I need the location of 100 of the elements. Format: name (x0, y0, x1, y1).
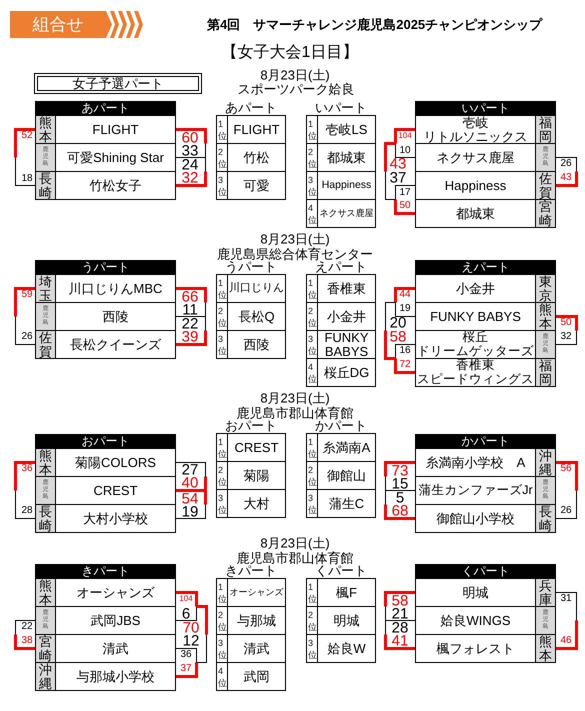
rank-label: 3位 (307, 490, 318, 517)
team-name: 武岡 (244, 670, 270, 684)
score: 17 (399, 188, 411, 198)
score: 66 (182, 289, 198, 304)
team-name: Happiness (322, 180, 372, 191)
rank-row (306, 358, 376, 387)
bracket-table (415, 564, 556, 663)
team-name: 可愛 (244, 178, 270, 192)
score: 56 (560, 464, 572, 474)
team-name: オーシャンズ (76, 586, 154, 600)
prefecture-label: 佐賀 (36, 331, 56, 358)
rank-row (306, 274, 376, 303)
team-row (36, 606, 175, 634)
prefecture-label: 熊本 (36, 449, 56, 476)
score: 22 (21, 622, 33, 632)
rank-label: 4位 (307, 359, 318, 386)
ranking-table (306, 260, 376, 387)
venue-text: 鹿児島県総合体育センター (217, 248, 373, 260)
score: 26 (560, 506, 572, 516)
score: 46 (560, 636, 572, 646)
score: 24 (182, 157, 198, 172)
team-name: 御館山 (327, 468, 366, 482)
part-header: えパート (416, 261, 555, 274)
team-row (416, 274, 555, 302)
rank-label: 3位 (217, 172, 228, 199)
date-text: 8月23日(土) (260, 68, 330, 82)
part-header: くパート (416, 565, 555, 578)
score: 104 (179, 595, 193, 603)
team-row (36, 171, 175, 199)
bracket-table (35, 564, 176, 691)
score: 39 (182, 330, 198, 344)
team-name: 糸満南A (322, 440, 370, 454)
rank-row (216, 274, 286, 303)
team-row (416, 143, 555, 171)
team-name: 与那城小学校 (76, 670, 154, 684)
rank-row (306, 606, 376, 635)
prefecture-label: 福岡 (535, 359, 555, 386)
rank-row (216, 171, 286, 200)
score: 54 (182, 491, 198, 506)
team-name: 桜丘ドリームゲッターズ (417, 331, 534, 358)
team-name: 長松クイーンズ (70, 338, 161, 352)
match-line (395, 143, 416, 158)
team-row (36, 448, 175, 476)
match-line (384, 142, 396, 200)
rank-row (306, 634, 376, 663)
part-header: いパート (416, 102, 555, 115)
team-name: 竹松女子 (90, 178, 142, 192)
team-name: CREST (93, 484, 138, 498)
score: 21 (392, 606, 408, 621)
team-row (416, 634, 555, 662)
team-name: 可愛Shining Star (67, 150, 164, 164)
match-line (174, 606, 197, 621)
team-row (36, 662, 175, 690)
rank-row (306, 171, 376, 200)
score: 44 (399, 290, 411, 300)
team-name: オーシャンズ (230, 588, 284, 598)
part-header: あパート (36, 102, 175, 115)
team-row (416, 448, 555, 476)
part-heading: きパート (224, 564, 277, 578)
prefecture-label: 熊本 (36, 116, 56, 143)
heading-box: 女子予選パート (34, 73, 202, 94)
score: 43 (560, 173, 572, 183)
score: 6 (182, 606, 190, 621)
rank-row (306, 461, 376, 490)
rank-row (306, 302, 376, 331)
score: 16 (399, 346, 411, 356)
subtitle: 【女子大会1日目】 (222, 45, 358, 61)
team-row (416, 476, 555, 504)
team-name: FLIGHT (233, 122, 280, 136)
ranking-table (216, 101, 286, 200)
score: 104 (398, 132, 412, 140)
bracket-table (415, 434, 556, 533)
match-line (384, 591, 416, 621)
ranking-table (216, 419, 286, 518)
score: 72 (399, 360, 411, 370)
score: 58 (390, 330, 406, 344)
score: 50 (560, 318, 572, 328)
score: 60 (182, 130, 198, 145)
rank-label: 4位 (217, 663, 228, 690)
match-line (174, 128, 207, 158)
score: 11 (182, 302, 198, 318)
team-name: 大村小学校 (83, 512, 148, 526)
score: 32 (182, 170, 198, 186)
rank-row (216, 578, 286, 607)
team-name: 蒲生カンファーズJr (418, 484, 533, 498)
rank-row (216, 330, 286, 359)
team-name: ネクサス鹿屋 (436, 150, 514, 164)
team-row (416, 578, 555, 606)
team-name: 都城東 (456, 206, 495, 220)
score: 58 (392, 593, 408, 608)
team-row (416, 199, 555, 227)
ranking-table (216, 260, 286, 359)
score: 28 (21, 506, 33, 516)
bracket-table (35, 101, 176, 200)
part-heading: おパート (224, 419, 277, 433)
prefecture-label: 東京 (535, 275, 555, 302)
team-row (36, 143, 175, 171)
team-row (36, 330, 175, 358)
part-heading: かパート (315, 419, 368, 433)
team-row (36, 274, 175, 302)
